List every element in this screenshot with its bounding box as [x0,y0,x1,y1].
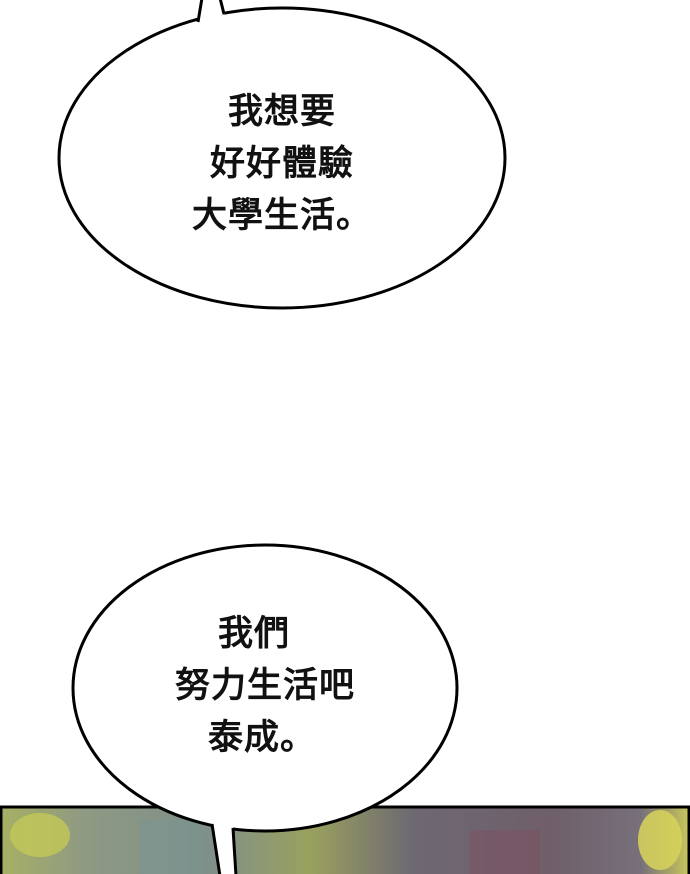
bubble-line: 努力生活吧 [174,666,355,706]
bubble-line: 泰成。 [208,718,317,758]
speech-bubble-bottom-shape [71,543,459,874]
bubble-line: 我想要 [227,92,336,132]
speech-bubble-top: 我想要 好好體驗 大學生活。 [182,86,382,242]
speech-bubble-bottom: 我們 努力生活吧 泰成。 [140,608,390,764]
bubble-line: 大學生活。 [191,196,372,236]
speech-bubble-top-shape [57,0,507,310]
bubble-line: 好好體驗 [209,144,354,184]
bubble-line: 我們 [218,614,291,654]
